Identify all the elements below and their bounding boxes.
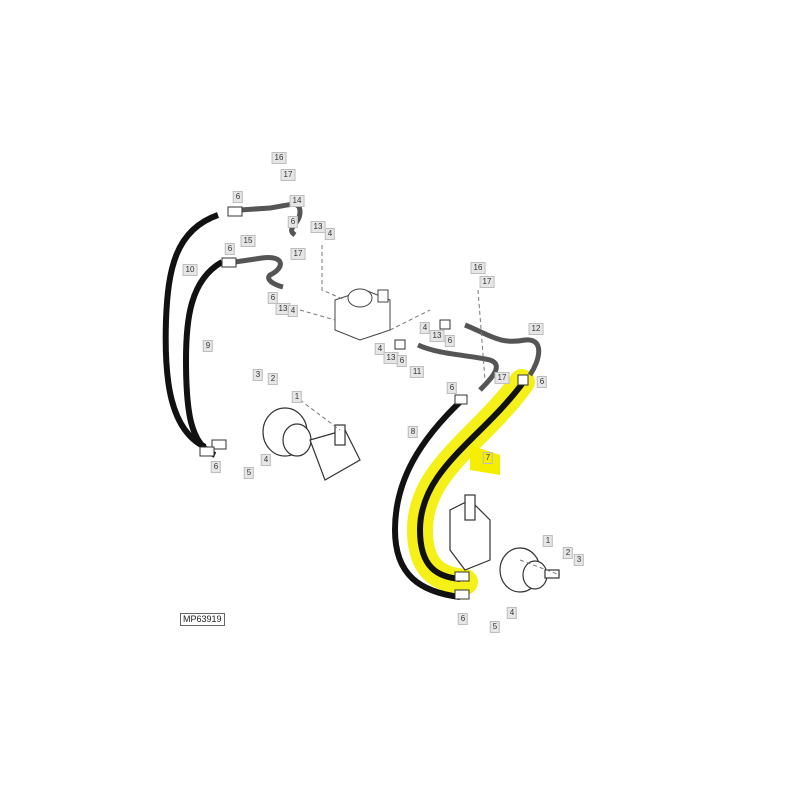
callout-4: 4 xyxy=(374,343,386,355)
callout-13: 13 xyxy=(429,330,445,342)
callout-3: 3 xyxy=(573,554,585,566)
callout-6: 6 xyxy=(267,292,279,304)
callout-4: 4 xyxy=(260,454,272,466)
callout-5: 5 xyxy=(489,621,501,633)
callout-1: 1 xyxy=(291,391,303,403)
callout-17: 17 xyxy=(494,372,510,384)
callout-16: 16 xyxy=(470,262,486,274)
callout-8: 8 xyxy=(407,426,419,438)
diagram-code: MP63919 xyxy=(180,613,225,626)
callout-14: 14 xyxy=(289,195,305,207)
callout-6: 6 xyxy=(396,355,408,367)
callout-2: 2 xyxy=(562,547,574,559)
callout-6: 6 xyxy=(444,335,456,347)
callout-4: 4 xyxy=(419,322,431,334)
callout-6: 6 xyxy=(536,376,548,388)
callout-6: 6 xyxy=(457,613,469,625)
callout-1: 1 xyxy=(542,535,554,547)
tube-15 xyxy=(234,255,284,290)
callout-6: 6 xyxy=(224,243,236,255)
callout-6: 6 xyxy=(210,461,222,473)
hose-9 xyxy=(182,259,224,458)
hose-10 xyxy=(162,212,220,450)
tube-14 xyxy=(239,201,303,238)
callout-7: 7 xyxy=(482,452,494,464)
callout-16: 16 xyxy=(271,152,287,164)
callout-13: 13 xyxy=(310,221,326,233)
callout-9: 9 xyxy=(202,340,214,352)
callout-5: 5 xyxy=(243,467,255,479)
hose-7 xyxy=(416,382,525,582)
hose-8 xyxy=(391,397,465,600)
callout-4: 4 xyxy=(324,228,336,240)
callout-10: 10 xyxy=(182,264,198,276)
callout-4: 4 xyxy=(506,607,518,619)
callout-11: 11 xyxy=(409,366,425,378)
tube-12 xyxy=(464,322,542,377)
callout-3: 3 xyxy=(252,369,264,381)
callout-6: 6 xyxy=(287,216,299,228)
valve-block xyxy=(334,288,391,341)
callout-15: 15 xyxy=(240,235,256,247)
callout-17: 17 xyxy=(479,276,495,288)
callout-13: 13 xyxy=(383,352,399,364)
callout-2: 2 xyxy=(267,373,279,385)
callout-6: 6 xyxy=(446,382,458,394)
callout-4: 4 xyxy=(287,305,299,317)
tube-11 xyxy=(416,342,499,392)
callout-17: 17 xyxy=(280,169,296,181)
callout-6: 6 xyxy=(232,191,244,203)
callout-17: 17 xyxy=(290,248,306,260)
motor-left xyxy=(262,407,361,481)
callout-12: 12 xyxy=(528,323,544,335)
